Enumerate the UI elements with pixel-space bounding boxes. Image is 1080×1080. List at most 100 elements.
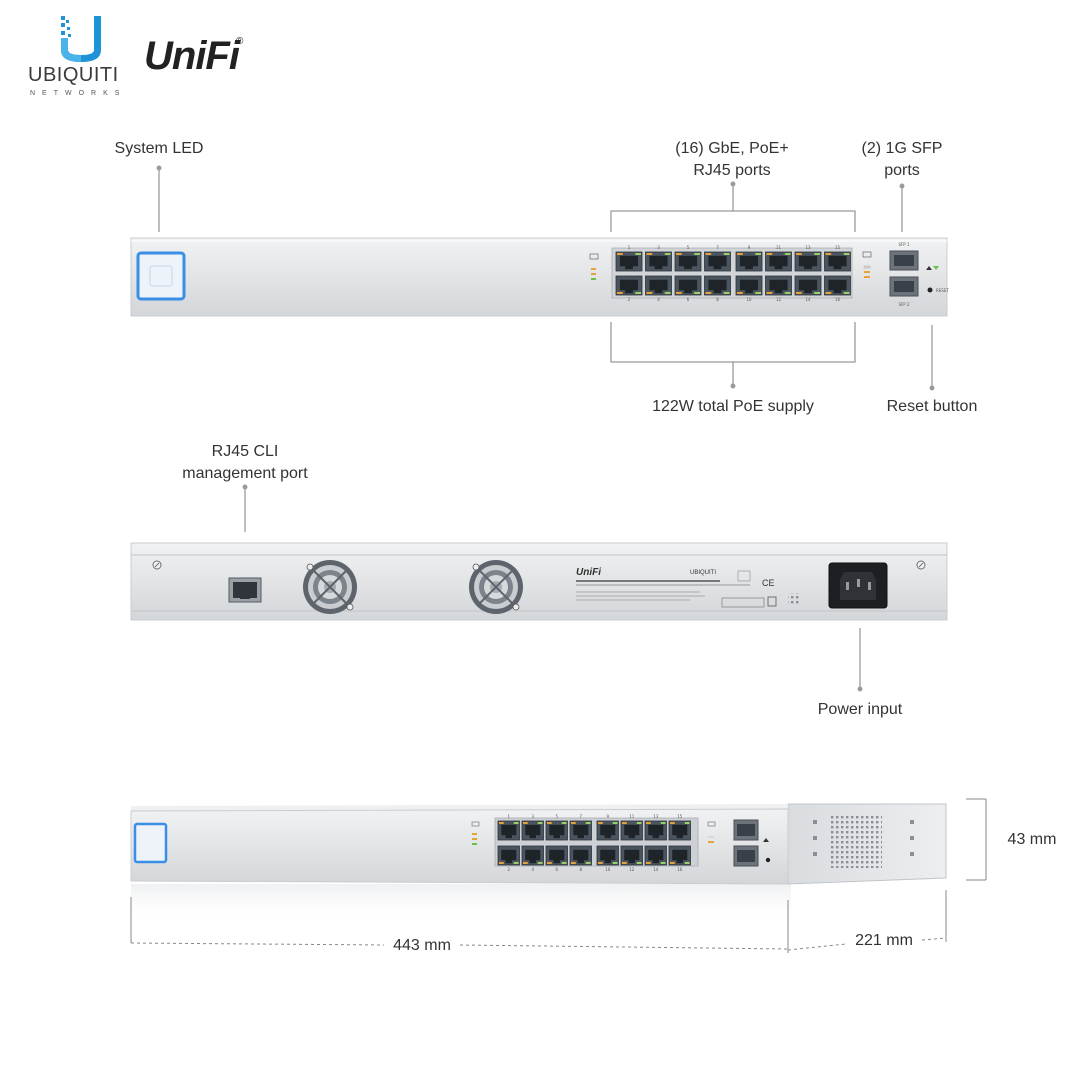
rj45-port: [824, 275, 851, 296]
port-number: 15: [677, 814, 683, 819]
port-number: 1: [628, 245, 631, 250]
port-number: 2: [507, 867, 510, 872]
fan-1: [303, 560, 357, 614]
port-number: 15: [835, 245, 841, 250]
rj45-port: [615, 251, 643, 272]
svg-text:SFP 1: SFP 1: [898, 242, 910, 247]
port-number: 8: [716, 297, 719, 302]
port-number: 10: [605, 867, 611, 872]
port-number: 9: [606, 814, 609, 819]
port-number: 11: [629, 814, 635, 819]
poe-supply-label: 122W total PoE supply: [652, 398, 814, 415]
svg-text:RESET: RESET: [936, 288, 949, 293]
port-number: 6: [555, 867, 558, 872]
cli-port-label: RJ45 CLI management port: [182, 443, 308, 482]
rj45-port: [668, 845, 691, 866]
sfp-cages: [889, 250, 919, 297]
system-led: [136, 251, 186, 301]
port-number: 4: [657, 297, 660, 302]
rj45-port: [704, 275, 731, 296]
rj45-port: [497, 820, 520, 841]
rj45-port: [596, 845, 619, 866]
port-number: 5: [687, 245, 690, 250]
rj45-port: [735, 251, 763, 272]
reset-button: [927, 287, 933, 293]
ubiquiti-wordmark: UBIQUITI: [28, 64, 119, 86]
rj45-port: [545, 845, 568, 866]
port-number: 10: [746, 297, 752, 302]
width-dimension: 443 mm: [384, 935, 460, 957]
svg-text:UBIQUITI: UBIQUITI: [690, 570, 716, 576]
rj45-port: [569, 820, 592, 841]
system-led-label: System LED: [114, 140, 204, 157]
system-led-3d: [133, 822, 168, 864]
port-number: 2: [628, 297, 631, 302]
height-dimension: 43 mm: [1007, 831, 1057, 848]
port-number: 1: [507, 814, 510, 819]
port-number: 6: [687, 297, 690, 302]
rj45-port: [704, 251, 731, 272]
port-number: 7: [579, 814, 582, 819]
port-number: 11: [776, 245, 782, 250]
port-number: 9: [748, 245, 751, 250]
svg-text:CE: CE: [762, 578, 775, 588]
port-number: 12: [629, 867, 635, 872]
rj45-port: [615, 275, 643, 296]
port-number: 13: [805, 245, 811, 250]
rj45-port: [644, 845, 667, 866]
port-number: 16: [677, 867, 683, 872]
ubiquiti-u-icon: [61, 16, 101, 62]
cli-management-port: [228, 577, 262, 603]
port-number: 4: [531, 867, 534, 872]
rj45-port: [824, 251, 851, 272]
port-number: 13: [653, 814, 659, 819]
reset-button-label: Reset button: [886, 398, 978, 415]
sfp-cages-3d: [733, 819, 759, 867]
unifi-logo: UniFi ®: [144, 34, 254, 84]
rj45-port: [765, 251, 792, 272]
sfp-ports-label: (2) 1G SFP ports: [861, 140, 943, 179]
dimension-lines: [130, 798, 987, 953]
ubiquiti-logo: UBIQUITI NETWORKS: [28, 14, 140, 100]
rj45-port: [497, 845, 520, 866]
unifi-wordmark: UniFi: [144, 34, 240, 78]
rj45-port: [794, 275, 822, 296]
port-number: 12: [776, 297, 782, 302]
rj45-port: [620, 845, 643, 866]
port-number: 3: [657, 245, 660, 250]
svg-text:SFP 2: SFP 2: [898, 302, 910, 307]
rj45-port: [569, 845, 592, 866]
port-number: 3: [531, 814, 534, 819]
rj45-port: [521, 820, 544, 841]
rj45-port: [794, 251, 822, 272]
rj45-port: [645, 275, 672, 296]
port-number: 5: [555, 814, 558, 819]
registered-mark: ®: [236, 36, 244, 47]
power-input-label: Power input: [817, 701, 903, 718]
rear-panel: UniFi UBIQUITI CE: [130, 542, 948, 621]
regulatory-label: UniFi UBIQUITI CE: [576, 567, 800, 608]
rj45-port: [645, 251, 672, 272]
ubiquiti-networks-text: NETWORKS: [30, 90, 127, 97]
power-input-socket: [828, 562, 888, 609]
rj45-port: [674, 275, 702, 296]
rj45-port: [620, 820, 643, 841]
port-number: 7: [716, 245, 719, 250]
fan-2: [469, 560, 523, 614]
rj45-port: [735, 275, 763, 296]
rj45-port: [674, 251, 702, 272]
rj45-port: [596, 820, 619, 841]
rj45-port: [765, 275, 792, 296]
rj45-port: [521, 845, 544, 866]
port-number: 14: [805, 297, 811, 302]
svg-text:UniFi: UniFi: [576, 567, 601, 578]
depth-dimension: 221 mm: [846, 930, 922, 952]
port-number: 16: [835, 297, 841, 302]
leader-lines-front: [156, 165, 935, 692]
rj45-port: [668, 820, 691, 841]
port-number: 8: [579, 867, 582, 872]
